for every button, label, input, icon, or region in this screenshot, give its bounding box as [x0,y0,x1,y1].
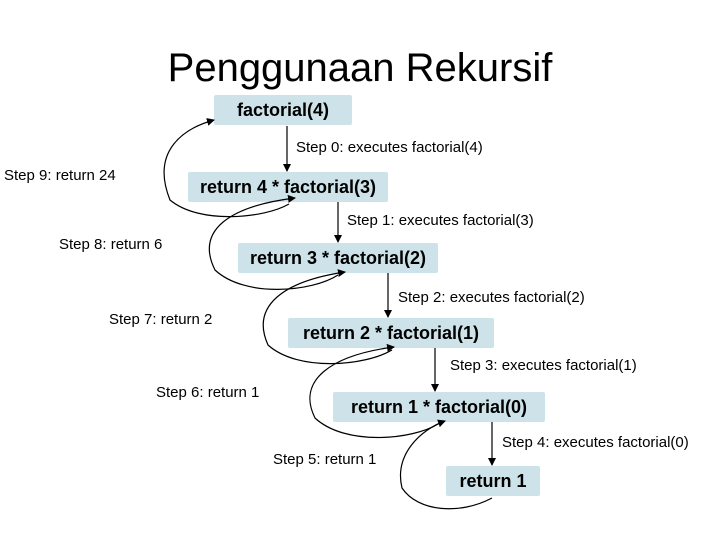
step-0-label: Step 0: executes factorial(4) [296,139,483,156]
box-return-1: return 1 [446,466,540,496]
step-5-label: Step 5: return 1 [273,451,377,468]
step-3-label: Step 3: executes factorial(1) [450,357,637,374]
step-6-label: Step 6: return 1 [156,384,260,401]
box-return-3-factorial-2: return 3 * factorial(2) [238,243,438,273]
step-7-label: Step 7: return 2 [109,311,213,328]
box-factorial-4: factorial(4) [214,95,352,125]
step-9-label: Step 9: return 24 [4,167,116,184]
box-return-1-factorial-0: return 1 * factorial(0) [333,392,545,422]
step-4-label: Step 4: executes factorial(0) [502,434,689,451]
slide-title: Penggunaan Rekursif [167,46,553,90]
step-2-label: Step 2: executes factorial(2) [398,289,585,306]
return-arrow-1 [163,118,290,218]
box-return-2-factorial-1: return 2 * factorial(1) [288,318,494,348]
step-1-label: Step 1: executes factorial(3) [347,212,534,229]
step-8-label: Step 8: return 6 [59,236,163,253]
box-return-4-factorial-3: return 4 * factorial(3) [188,172,388,202]
